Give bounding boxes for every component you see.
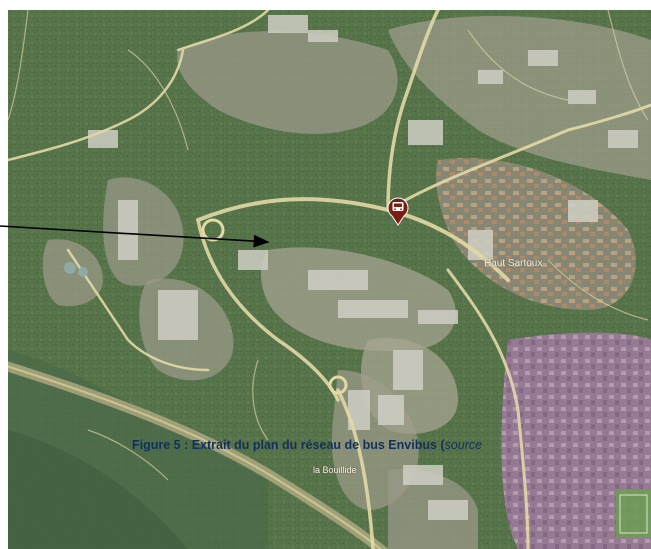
map-view[interactable]: Haut Sartoux la Bouillide	[8, 10, 651, 549]
aerial-imagery	[8, 10, 651, 549]
caption-text: Figure 5 : Extrait du plan du réseau de …	[132, 438, 445, 452]
figure-caption: Figure 5 : Extrait du plan du réseau de …	[132, 438, 651, 452]
place-label-la-bouillide: la Bouillide	[313, 465, 357, 475]
place-label-haut-sartoux: Haut Sartoux	[484, 258, 543, 269]
bus-stop-marker[interactable]	[387, 196, 409, 226]
bus-icon	[387, 197, 409, 226]
caption-source: source	[444, 438, 483, 452]
